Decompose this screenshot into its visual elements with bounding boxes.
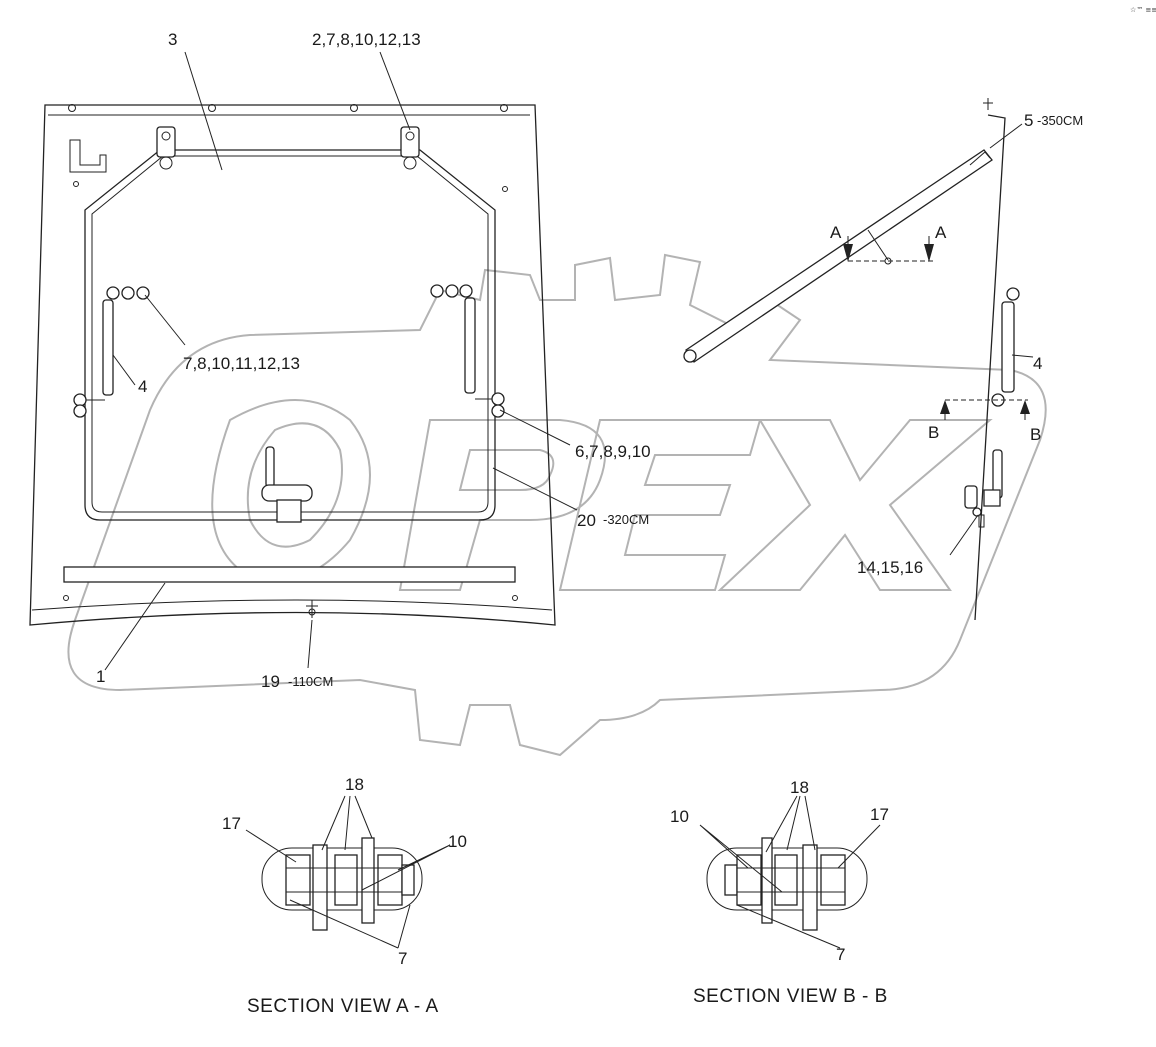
- callout-6-7-8-9-10: 6,7,8,9,10: [575, 442, 651, 461]
- callout-5-length: -350CM: [1037, 113, 1083, 128]
- callout-5: 5: [1024, 111, 1033, 130]
- bb-callout-10: 10: [670, 807, 689, 826]
- section-view-aa: [245, 795, 451, 949]
- aa-callout-10: 10: [448, 832, 467, 851]
- section-aa-title: SECTION VIEW A - A: [247, 996, 439, 1017]
- opex-watermark-logo: [67, 253, 1047, 757]
- callout-4-left: 4: [138, 377, 147, 396]
- aa-callout-7: 7: [398, 949, 407, 968]
- callout-20-length: -320CM: [603, 512, 649, 527]
- roof-side-view: [683, 98, 1030, 621]
- callout-b-right: B: [1030, 425, 1041, 444]
- callout-19-length: -110CM: [288, 674, 333, 689]
- section-bb-title: SECTION VIEW B - B: [693, 986, 888, 1007]
- roof-panel-front-view: [29, 104, 556, 626]
- callout-1: 1: [96, 667, 105, 686]
- aa-callout-18: 18: [345, 775, 364, 794]
- leader-lines: [104, 51, 1034, 671]
- corner-mark: ☆™ ≡≡≡: [1130, 6, 1156, 14]
- bb-callout-17: 17: [870, 805, 889, 824]
- bb-callout-7: 7: [836, 945, 845, 964]
- callout-7-8-10-11-12-13: 7,8,10,11,12,13: [183, 354, 300, 373]
- bb-callout-18: 18: [790, 778, 809, 797]
- callout-20: 20: [577, 511, 596, 530]
- callout-4-right: 4: [1033, 354, 1042, 373]
- callout-3: 3: [168, 30, 177, 49]
- callout-a-right: A: [935, 223, 947, 242]
- section-view-bb: [699, 795, 881, 949]
- callout-b-left: B: [928, 423, 939, 442]
- callout-19: 19: [261, 672, 280, 691]
- aa-callout-17: 17: [222, 814, 241, 833]
- callout-2-7-8-10-12-13: 2,7,8,10,12,13: [312, 30, 421, 49]
- callout-a-left: A: [830, 223, 842, 242]
- callout-14-15-16: 14,15,16: [857, 558, 923, 577]
